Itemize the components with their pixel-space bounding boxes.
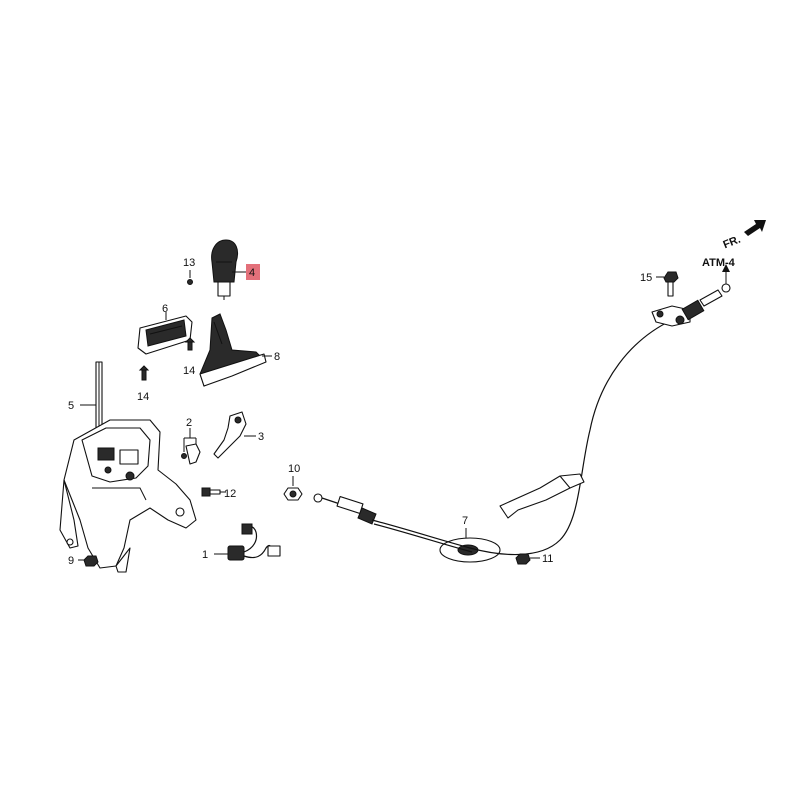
front-direction-arrow: [744, 220, 766, 236]
sensor-harness-1: [227, 523, 281, 561]
highlight-4: [246, 264, 260, 280]
leader-2: [183, 428, 197, 452]
nut-11: [515, 553, 531, 565]
callout-14-lower: 14: [137, 391, 149, 403]
callout-1: 1: [202, 549, 208, 561]
callout-15: 15: [640, 272, 652, 284]
bolt-12: [201, 487, 221, 497]
nut-10: [283, 487, 303, 501]
callout-11: 11: [542, 553, 553, 565]
callout-5: 5: [68, 400, 74, 412]
callout-6: 6: [162, 303, 168, 315]
callout-14-upper: 14: [183, 365, 195, 377]
shift-knob: [211, 239, 239, 300]
callout-2: 2: [186, 417, 192, 429]
atm-reference-arrow: [722, 264, 730, 284]
screw-14-lower: [138, 365, 150, 381]
screw-13: [187, 279, 193, 285]
indicator-panel: [137, 315, 193, 355]
callout-9: 9: [68, 555, 74, 567]
callout-3: 3: [258, 431, 264, 443]
bolt-15: [663, 271, 679, 297]
callout-12: 12: [224, 488, 236, 500]
atm-reference-label: ATM-4: [702, 257, 736, 269]
callout-4: 4: [249, 267, 255, 279]
shift-cable-7: [313, 283, 731, 563]
clip-2: [181, 443, 201, 465]
shift-boot: [199, 313, 267, 387]
front-direction-label: FR.: [721, 234, 742, 252]
callout-13: 13: [183, 257, 195, 269]
nut-9: [83, 555, 99, 567]
callout-8: 8: [274, 351, 280, 363]
callout-7: 7: [462, 515, 468, 527]
callout-10: 10: [288, 463, 300, 475]
screw-14-upper: [184, 337, 196, 351]
lever-bracket-3: [213, 411, 247, 459]
shifter-base: [59, 361, 197, 573]
